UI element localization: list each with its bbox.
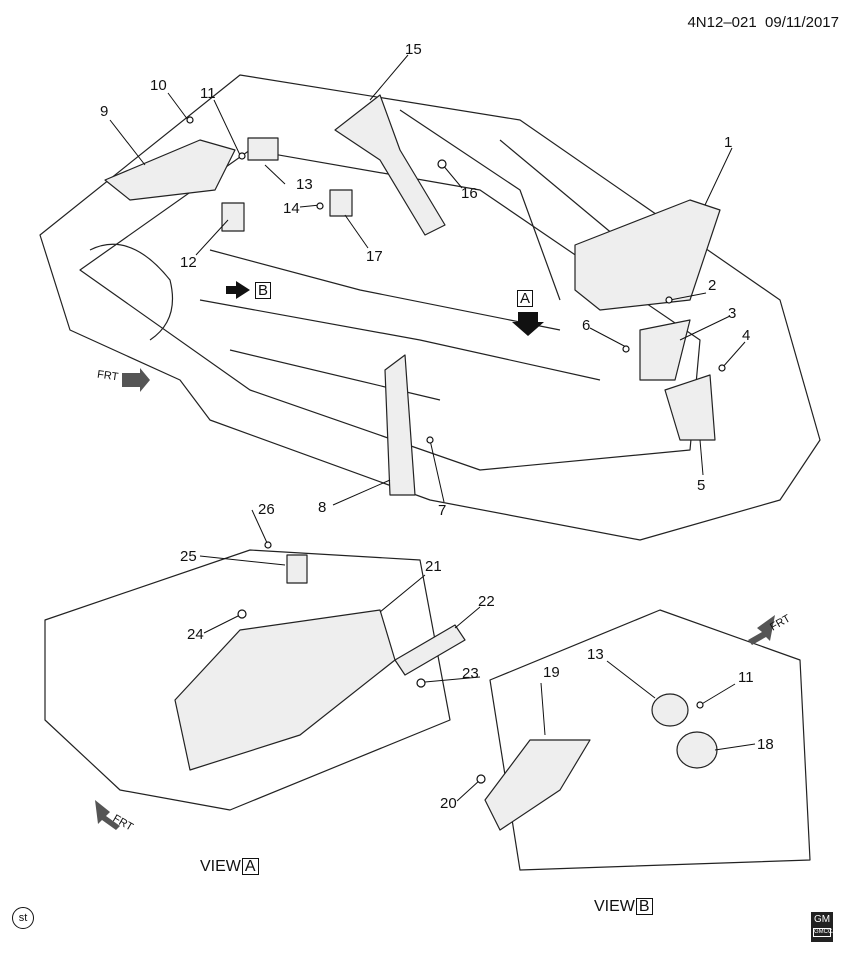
callout-8: 8 <box>318 499 327 516</box>
st-icon: st <box>12 907 34 929</box>
view-b-body <box>489 609 811 871</box>
part-12 <box>221 202 245 232</box>
callout-13: 13 <box>296 176 313 193</box>
callout-26: 26 <box>258 501 275 518</box>
arrow-b-icon <box>226 281 250 299</box>
part-19 <box>484 739 591 831</box>
part-15 <box>334 94 446 236</box>
callout-2: 2 <box>708 277 717 294</box>
callout-12: 12 <box>180 254 197 271</box>
callout-6: 6 <box>582 317 591 334</box>
callout-15: 15 <box>405 41 422 58</box>
part-25 <box>286 554 308 584</box>
callout-5: 5 <box>697 477 706 494</box>
callout-14: 14 <box>283 200 300 217</box>
view-a-body <box>44 549 451 811</box>
part-9 <box>104 139 236 201</box>
callout-9: 9 <box>100 103 109 120</box>
callout-25: 25 <box>180 548 197 565</box>
part-22 <box>394 624 466 676</box>
part-13b <box>651 693 689 727</box>
callout-24: 24 <box>187 626 204 643</box>
marker-b: B <box>254 282 272 299</box>
part-8 <box>384 354 416 496</box>
callout-16: 16 <box>461 185 478 202</box>
callout-23: 23 <box>462 665 479 682</box>
frt-arrow-b-icon <box>748 615 775 645</box>
part-18 <box>676 731 718 769</box>
callout-21: 21 <box>425 558 442 575</box>
frt-arrow-icon <box>122 368 150 392</box>
diagram-header: 4N12–021 09/11/2017 <box>687 14 839 31</box>
callout-17: 17 <box>366 248 383 265</box>
diagram-date: 09/11/2017 <box>765 14 839 31</box>
callout-1: 1 <box>724 134 733 151</box>
callout-19: 19 <box>543 664 560 681</box>
callout-4: 4 <box>742 327 751 344</box>
arrow-a-icon <box>512 312 544 336</box>
callout-22: 22 <box>478 593 495 610</box>
part-17 <box>329 189 353 217</box>
callout-11b: 11 <box>738 669 754 686</box>
part-3 <box>639 319 691 381</box>
callout-11: 11 <box>200 85 216 102</box>
callout-13b: 13 <box>587 646 604 663</box>
callout-3: 3 <box>728 305 737 322</box>
callout-20: 20 <box>440 795 457 812</box>
callout-18: 18 <box>757 736 774 753</box>
part-21 <box>174 609 396 771</box>
frt-arrow-a-icon <box>95 800 120 830</box>
callout-7: 7 <box>438 502 447 519</box>
callout-10: 10 <box>150 77 167 94</box>
body-outline <box>39 74 821 541</box>
marker-a: A <box>516 290 534 307</box>
part-13 <box>247 137 279 161</box>
part-1 <box>574 199 721 311</box>
diagram-code: 4N12–021 <box>687 14 757 31</box>
part-5 <box>664 374 716 441</box>
